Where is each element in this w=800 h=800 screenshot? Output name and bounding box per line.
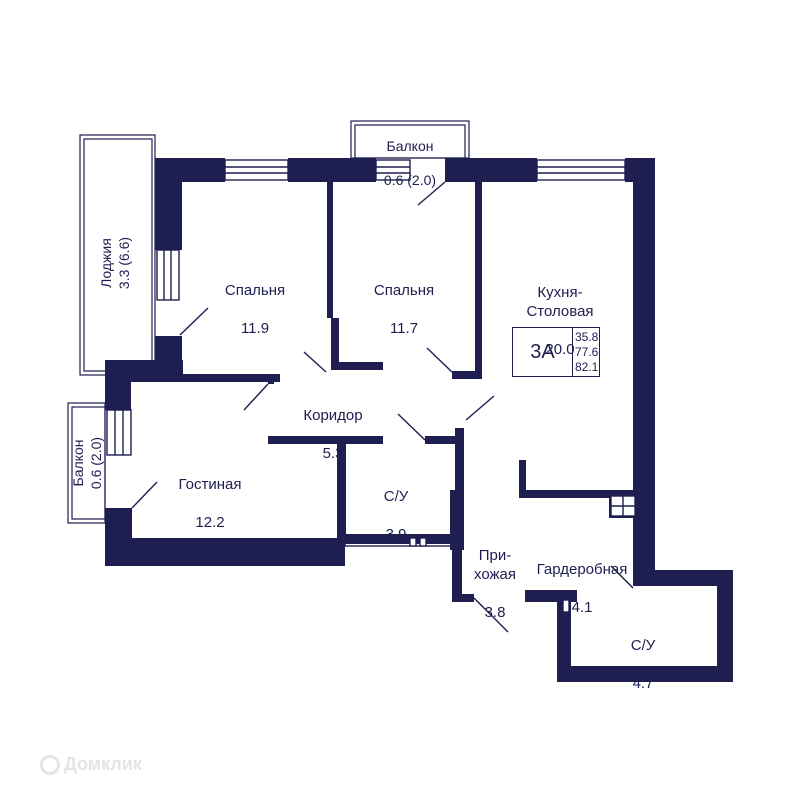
- bath1-area: 3.9: [385, 526, 407, 543]
- bath1-name: С/У: [383, 488, 409, 505]
- bedroom1-label: Спальня 11.9: [205, 262, 305, 357]
- loggia-name: Лоджия: [98, 238, 114, 288]
- living-label: Гостиная 12.2: [160, 456, 260, 551]
- full-area-value: 82.1: [575, 360, 599, 374]
- loggia-area: 3.3 (6.6): [116, 236, 132, 290]
- kitchen-name: Кухня- Столовая: [526, 284, 594, 320]
- windows: [106, 159, 636, 613]
- bedroom2-name: Спальня: [373, 282, 435, 299]
- bath2-name: С/У: [630, 637, 656, 654]
- corridor-area: 5.3: [322, 445, 344, 462]
- bedroom2-label: Спальня 11.7: [354, 262, 454, 357]
- watermark-text: Домклик: [64, 754, 142, 774]
- total-area-value: 77.6: [575, 345, 599, 359]
- balcony-left-label: Балкон 0.6 (2.0): [69, 413, 105, 513]
- corridor-label: Коридор 5.3: [283, 387, 383, 482]
- watermark: Домклик: [40, 754, 142, 776]
- hall-label: При- хожая 3.8: [465, 527, 525, 641]
- wardrobe-name: Гардеробная: [536, 561, 628, 578]
- bedroom2-area: 11.7: [389, 320, 419, 337]
- bath1-label: С/У 3.9: [366, 468, 426, 563]
- walls: [105, 158, 733, 682]
- balcony-top-area: 0.6 (2.0): [383, 172, 437, 188]
- bedroom1-area: 11.9: [240, 320, 270, 337]
- loggia-label: Лоджия 3.3 (6.6): [97, 213, 133, 313]
- apartment-info-box: 3А 35.8 77.6 82.1: [512, 327, 600, 377]
- balcony-left-area: 0.6 (2.0): [88, 436, 104, 490]
- living-name: Гостиная: [178, 476, 242, 493]
- bedroom1-name: Спальня: [224, 282, 286, 299]
- kitchen-label: Кухня- Столовая 20.0: [505, 264, 615, 378]
- wardrobe-label: Гардеробная 4.1: [522, 541, 642, 636]
- living-area-value: 35.8: [575, 330, 599, 344]
- living-area: 12.2: [195, 514, 225, 531]
- domclick-logo-icon: [40, 755, 60, 776]
- door-swings: [131, 181, 634, 633]
- hall-area: 3.8: [484, 604, 506, 621]
- bath2-area: 4.7: [632, 675, 654, 692]
- balcony-top-name: Балкон: [386, 138, 434, 154]
- kitchen-area: 20.0: [545, 341, 575, 358]
- balcony-left-name: Балкон: [70, 439, 86, 487]
- bath2-label: С/У 4.7: [613, 617, 673, 712]
- rooms-code: 3А: [513, 328, 573, 376]
- wardrobe-area: 4.1: [571, 599, 593, 616]
- balconies: [67, 120, 470, 524]
- balcony-top-label: Балкон 0.6 (2.0): [360, 121, 460, 206]
- corridor-name: Коридор: [303, 407, 363, 424]
- hall-name: При- хожая: [473, 547, 516, 583]
